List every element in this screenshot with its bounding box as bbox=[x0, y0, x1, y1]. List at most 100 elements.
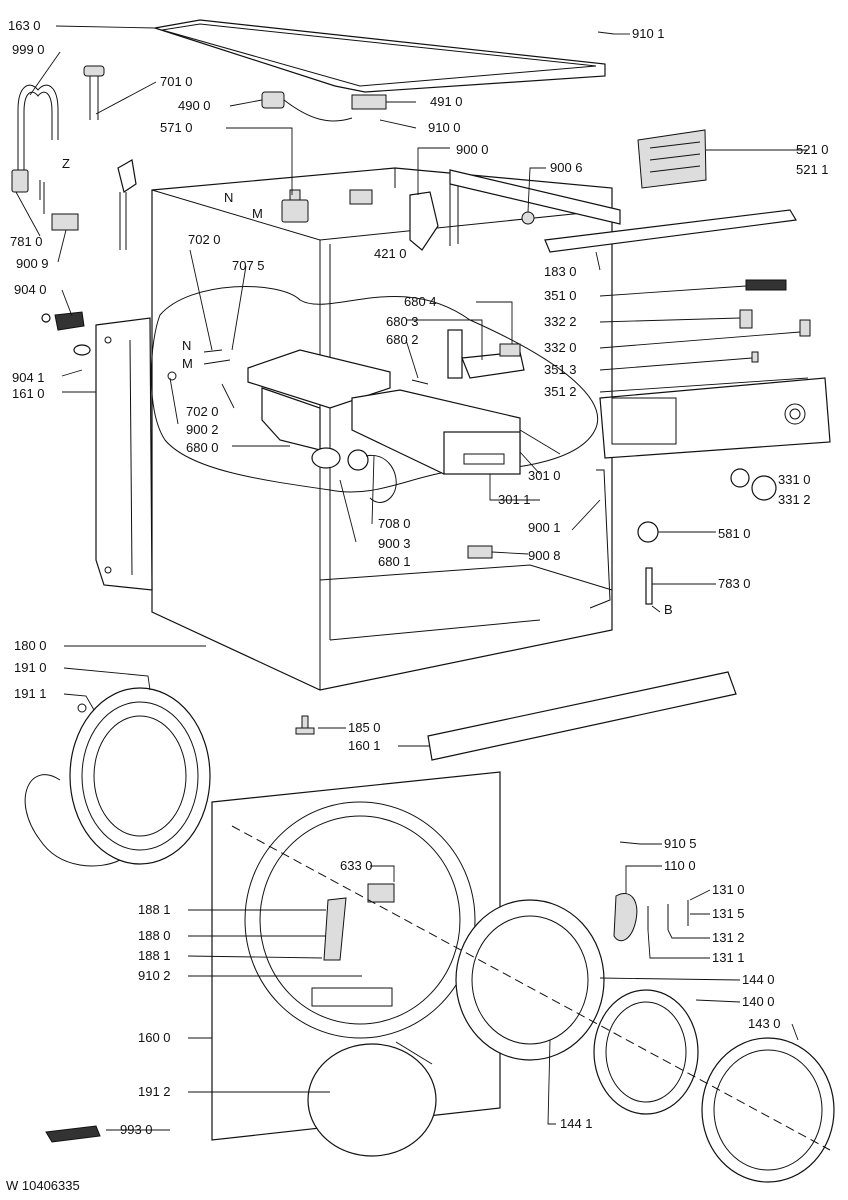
label-702-0-a: 702 0 bbox=[188, 232, 221, 247]
sensor-part bbox=[521, 211, 535, 225]
label-b: B bbox=[664, 602, 673, 617]
foot-part bbox=[41, 311, 91, 356]
label-702-0-b: 702 0 bbox=[186, 404, 219, 419]
label-188-0: 188 0 bbox=[138, 928, 171, 943]
label-680-1: 680 1 bbox=[378, 554, 411, 569]
label-m-top: M bbox=[252, 206, 263, 221]
plinth-panel bbox=[427, 671, 737, 761]
label-900-0: 900 0 bbox=[456, 142, 489, 157]
label-783-0: 783 0 bbox=[718, 576, 751, 591]
label-131-0: 131 0 bbox=[712, 882, 745, 897]
connector-702 bbox=[203, 349, 231, 365]
label-900-6: 900 6 bbox=[550, 160, 583, 175]
label-421-0: 421 0 bbox=[374, 246, 407, 261]
label-781-0: 781 0 bbox=[10, 234, 43, 249]
label-910-0: 910 0 bbox=[428, 120, 461, 135]
harness-strip bbox=[589, 469, 611, 609]
label-161-0: 161 0 bbox=[12, 386, 45, 401]
label-332-2: 332 2 bbox=[544, 314, 577, 329]
label-131-5: 131 5 bbox=[712, 906, 745, 921]
label-708-0: 708 0 bbox=[378, 516, 411, 531]
label-191-0: 191 0 bbox=[14, 660, 47, 675]
label-180-0: 180 0 bbox=[14, 638, 47, 653]
label-191-1: 191 1 bbox=[14, 686, 47, 701]
label-900-8: 900 8 bbox=[528, 548, 561, 563]
label-900-1: 900 1 bbox=[528, 520, 561, 535]
label-521-0: 521 0 bbox=[796, 142, 829, 157]
screw-910-5 bbox=[619, 841, 641, 845]
label-163-0: 163 0 bbox=[8, 18, 41, 33]
knob-cap bbox=[751, 475, 777, 501]
label-188-1-a: 188 1 bbox=[138, 902, 171, 917]
label-680-2: 680 2 bbox=[386, 332, 419, 347]
label-160-0: 160 0 bbox=[138, 1030, 171, 1045]
bellows-hose bbox=[347, 449, 397, 503]
label-571-0: 571 0 bbox=[160, 120, 193, 135]
handle-pins bbox=[647, 900, 689, 930]
label-301-0: 301 0 bbox=[528, 468, 561, 483]
leader-lines bbox=[15, 25, 809, 1131]
label-680-4: 680 4 bbox=[404, 294, 437, 309]
connector-part bbox=[351, 94, 387, 110]
label-191-2: 191 2 bbox=[138, 1084, 171, 1099]
label-144-1: 144 1 bbox=[560, 1116, 593, 1131]
label-904-0: 904 0 bbox=[14, 282, 47, 297]
door-glass bbox=[593, 989, 699, 1115]
control-panel bbox=[599, 377, 831, 459]
rear-rail bbox=[449, 169, 621, 225]
door-spring bbox=[307, 1041, 437, 1157]
drawing-number: W 10406335 bbox=[6, 1178, 80, 1193]
knob-part bbox=[730, 468, 750, 488]
siphon-part bbox=[447, 329, 463, 379]
label-n-top: N bbox=[224, 190, 233, 205]
label-351-2: 351 2 bbox=[544, 384, 577, 399]
part-351-3 bbox=[751, 351, 759, 363]
part-labels: 163 0 999 0 701 0 490 0 571 0 910 1 491 … bbox=[6, 18, 829, 1193]
label-904-1: 904 1 bbox=[12, 370, 45, 385]
label-188-1-b: 188 1 bbox=[138, 948, 171, 963]
elbow-fitting bbox=[117, 159, 137, 250]
filter-part bbox=[349, 189, 373, 205]
pressure-switch bbox=[637, 521, 659, 543]
label-521-1: 521 1 bbox=[796, 162, 829, 177]
label-900-2: 900 2 bbox=[186, 422, 219, 437]
label-680-0: 680 0 bbox=[186, 440, 219, 455]
inlet-valve bbox=[281, 189, 309, 223]
label-n-mid: N bbox=[182, 338, 191, 353]
hinge-part bbox=[323, 897, 347, 961]
highlight-outline bbox=[150, 286, 599, 493]
label-993-0: 993 0 bbox=[120, 1122, 153, 1137]
part-351-0 bbox=[745, 279, 787, 291]
bracket-part bbox=[409, 191, 439, 251]
siphon-clip bbox=[499, 343, 521, 357]
label-910-2: 910 2 bbox=[138, 968, 171, 983]
label-144-0: 144 0 bbox=[742, 972, 775, 987]
label-z: Z bbox=[62, 156, 70, 171]
label-910-5: 910 5 bbox=[664, 836, 697, 851]
label-332-0: 332 0 bbox=[544, 340, 577, 355]
label-140-0: 140 0 bbox=[742, 994, 775, 1009]
label-143-0: 143 0 bbox=[748, 1016, 781, 1031]
door-gasket bbox=[24, 687, 211, 867]
door-ring bbox=[455, 899, 605, 1061]
label-491-0: 491 0 bbox=[430, 94, 463, 109]
drain-hose bbox=[11, 84, 59, 214]
label-183-0: 183 0 bbox=[544, 264, 577, 279]
door-handle bbox=[613, 893, 638, 942]
label-490-0: 490 0 bbox=[178, 98, 211, 113]
label-581-0: 581 0 bbox=[718, 526, 751, 541]
label-110-0: 110 0 bbox=[664, 858, 696, 873]
label-m-mid: M bbox=[182, 356, 193, 371]
switch-part bbox=[467, 545, 493, 559]
door-axis-line bbox=[231, 825, 831, 1151]
label-331-0: 331 0 bbox=[778, 472, 811, 487]
label-999-0: 999 0 bbox=[12, 42, 45, 57]
outer-door bbox=[701, 1037, 835, 1183]
part-332-0 bbox=[799, 319, 811, 337]
control-board bbox=[637, 129, 707, 189]
label-707-5: 707 5 bbox=[232, 258, 265, 273]
label-131-2: 131 2 bbox=[712, 930, 745, 945]
cable-part bbox=[261, 91, 353, 122]
label-900-3: 900 3 bbox=[378, 536, 411, 551]
